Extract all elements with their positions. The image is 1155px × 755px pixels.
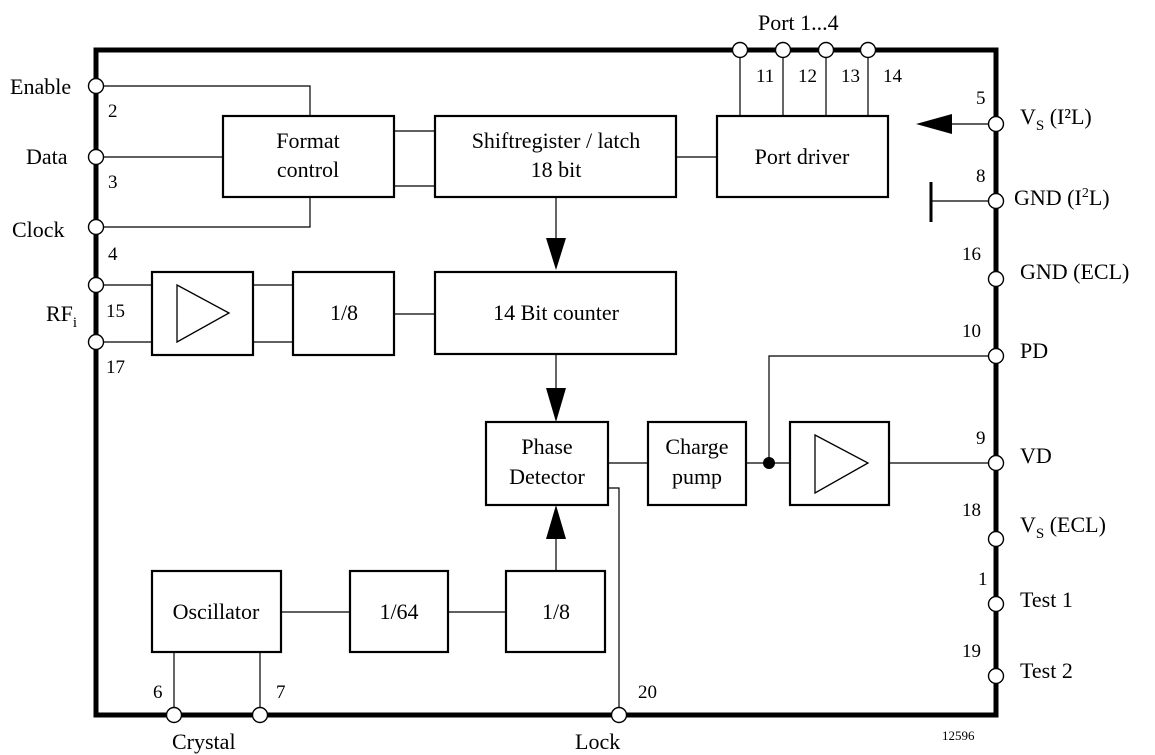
pin-test2-label: Test 2	[1020, 658, 1073, 683]
phase-detector-line1: Phase	[521, 434, 572, 459]
divider-64-block: 1/64	[348, 569, 450, 654]
arrow-from-osc-divider	[546, 505, 566, 539]
junction-dot	[763, 457, 775, 469]
pin-crystal-label: Crystal	[172, 729, 236, 754]
shift-register-block: Shiftregister / latch 18 bit	[433, 114, 678, 199]
pin-vs-ecl-label: VS (ECL)	[1020, 512, 1106, 542]
port-pin-14: 14	[883, 66, 903, 87]
arrow-vs-i2l	[916, 114, 952, 134]
pin-test1-label: Test 1	[1020, 587, 1073, 612]
format-control-line1: Format	[276, 128, 340, 153]
port-driver-label: Port driver	[755, 144, 850, 169]
pin-gnd-ecl-number: 16	[962, 244, 981, 265]
format-control-block: Format control	[221, 114, 396, 199]
pin-rf-number-a: 15	[106, 301, 125, 322]
pin-vs-i2l-number: 5	[976, 88, 986, 109]
oscillator-label: Oscillator	[173, 599, 260, 624]
pin-test1-number: 1	[978, 569, 988, 590]
osc-divider-block: 1/8	[504, 569, 607, 654]
amplifier-triangle-icon	[814, 433, 870, 495]
pin-vs-i2l-label: VS (I²L)	[1020, 104, 1092, 134]
phase-detector-line2: Detector	[509, 464, 585, 489]
pin-clock-number: 4	[108, 244, 118, 265]
figure-id: 12596	[942, 728, 975, 743]
pin-vd-number: 9	[976, 428, 986, 449]
pin-crystal-number-a: 6	[153, 682, 163, 703]
wires	[104, 50, 988, 708]
phase-detector-block: Phase Detector	[484, 420, 610, 507]
port-pin-11: 11	[756, 66, 774, 87]
pin-data-number: 3	[108, 172, 118, 193]
port-pin-12: 12	[798, 66, 817, 87]
pin-rf-number-b: 17	[106, 357, 125, 378]
pin-data-label: Data	[26, 144, 68, 169]
pin-vs-ecl-number: 18	[962, 500, 981, 521]
amplifier-triangle-icon	[176, 283, 231, 344]
format-control-line2: control	[277, 157, 339, 182]
pin-rf-label: RFi	[46, 301, 77, 331]
charge-pump-line1: Charge	[665, 434, 728, 459]
chip-outline	[93, 47, 999, 718]
oscillator-block: Oscillator	[150, 569, 283, 654]
rf-divider-label: 1/8	[330, 300, 358, 325]
output-amplifier-block	[788, 420, 891, 507]
osc-divider-label: 1/8	[542, 599, 570, 624]
pin-gnd-ecl-label: GND (ECL)	[1020, 259, 1129, 284]
pin-enable-label: Enable	[10, 74, 71, 99]
port-driver-block: Port driver	[715, 114, 890, 199]
arrow-to-counter	[546, 238, 566, 270]
pin-pd-label: PD	[1020, 338, 1048, 363]
rf-amplifier-block	[150, 270, 255, 357]
pin-enable-number: 2	[108, 101, 118, 122]
shift-register-line1: Shiftregister / latch	[472, 128, 641, 153]
rf-divider-block: 1/8	[291, 270, 396, 357]
bit-counter-label: 14 Bit counter	[493, 300, 620, 325]
pin-clock-label: Clock	[12, 217, 65, 242]
pin-gnd-i2l-number: 8	[976, 166, 986, 187]
charge-pump-line2: pump	[672, 464, 722, 489]
pin-lock-label: Lock	[575, 729, 620, 754]
port-pin-13: 13	[841, 66, 860, 87]
arrow-to-phase-detector	[546, 388, 566, 422]
charge-pump-block: Charge pump	[646, 420, 748, 507]
shift-register-line2: 18 bit	[531, 157, 582, 182]
pin-circles	[87, 41, 1005, 724]
divider-64-label: 1/64	[379, 599, 418, 624]
pin-lock-number: 20	[638, 682, 657, 703]
pin-gnd-i2l-label: GND (I2L)	[1014, 185, 1110, 210]
pin-crystal-number-b: 7	[276, 682, 286, 703]
port-label: Port 1...4	[758, 10, 839, 35]
bit-counter-block: 14 Bit counter	[433, 270, 678, 356]
pin-vd-label: VD	[1020, 443, 1052, 468]
pin-test2-number: 19	[962, 641, 981, 662]
pin-pd-number: 10	[962, 321, 981, 342]
